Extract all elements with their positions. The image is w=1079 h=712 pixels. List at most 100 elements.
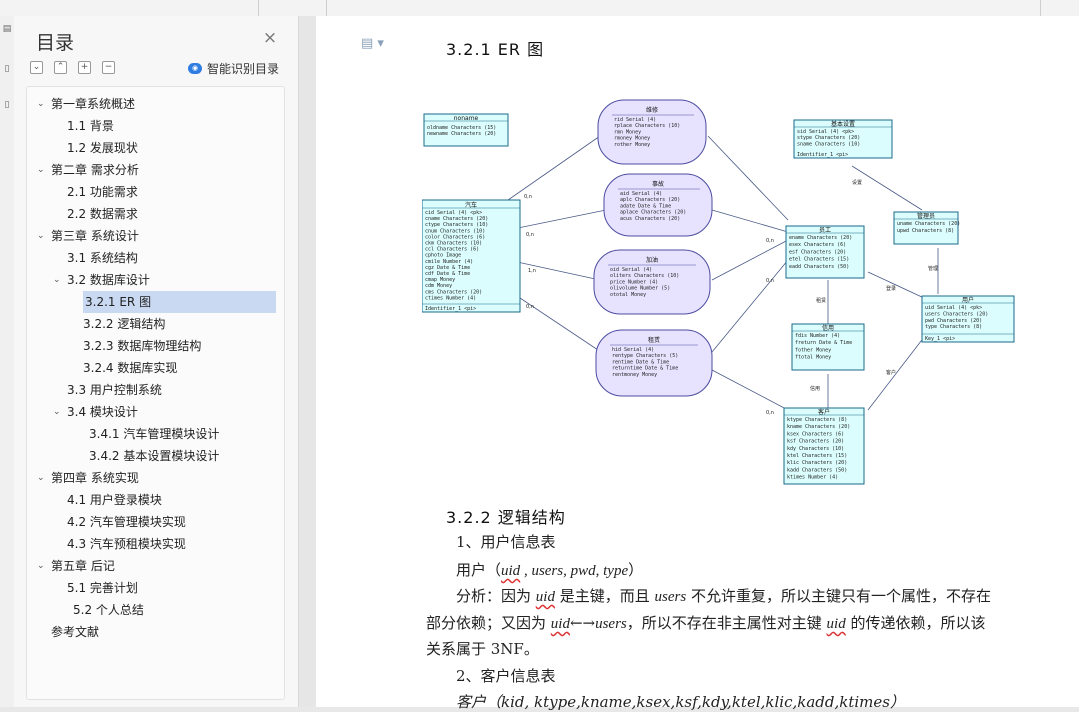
close-icon[interactable]: ×: [262, 28, 278, 48]
svg-text:基本设置: 基本设置: [831, 120, 855, 128]
er-attribute: ktype Characters (8): [787, 417, 847, 423]
toc-item[interactable]: 4.2 汽车管理模块实现: [67, 511, 186, 533]
er-attribute: cdf Date & Time: [425, 271, 470, 277]
toc-item[interactable]: 5.2 个人总结: [73, 599, 144, 621]
section-2-title: 2、客户信息表: [456, 667, 556, 685]
er-attribute: ename Characters (20): [789, 235, 852, 241]
svg-text:newname Characters (20): newname Characters (20): [427, 131, 496, 137]
add-heading-button[interactable]: +: [78, 61, 91, 74]
er-attribute: price Number (4): [610, 279, 658, 285]
er-entity-car: 汽车 cid Serial (4) <pk>cname Characters (…: [422, 199, 521, 313]
toc-item-label: 3.4.2 基本设置模块设计: [89, 449, 220, 463]
er-attribute: ksf Characters (20): [787, 439, 844, 445]
er-attribute: ktimes Number (4): [787, 475, 838, 481]
analysis-line-1: 分析：因为 uid 是主键，而且 users 不允许重复，所以主键只有一个属性，…: [456, 587, 991, 605]
er-attribute: oid Serial (4): [610, 267, 652, 273]
chevron-down-icon[interactable]: ⌄: [37, 231, 45, 241]
svg-text:0,n: 0,n: [766, 278, 774, 284]
er-attribute: kname Characters (20): [787, 424, 850, 430]
er-attribute: ftotal Money: [795, 355, 831, 361]
er-entity-credit: 信用 fdis Number (4)freturn Date & Timefot…: [791, 323, 865, 371]
svg-text:0,n: 0,n: [766, 410, 774, 416]
toc-item[interactable]: 4.1 用户登录模块: [67, 489, 162, 511]
chevron-down-icon[interactable]: ⌄: [37, 99, 45, 109]
expand-button[interactable]: ⌃: [54, 61, 67, 74]
collapse-all-button[interactable]: ⌄: [30, 61, 43, 74]
chevron-down-icon[interactable]: ⌄: [37, 165, 45, 175]
toc-item-label: 2.1 功能需求: [67, 185, 138, 199]
toc-item[interactable]: 4.3 汽车预租模块实现: [67, 533, 186, 555]
svg-text:管理员: 管理员: [917, 212, 935, 220]
er-attribute: acus Characters (20): [620, 216, 680, 222]
toc-item-label: 2.2 数据需求: [67, 207, 138, 221]
er-attribute: freturn Date & Time: [795, 340, 852, 346]
er-attribute: ctimes Number (4): [425, 295, 476, 301]
toc-item[interactable]: 参考文献: [51, 621, 99, 643]
toc-item[interactable]: 2.2 数据需求: [67, 203, 138, 225]
er-entity-noname: noname oldname Characters (15) newname C…: [423, 113, 509, 147]
er-table-repair: 维修 rid Serial (4)rplace Characters (10)r…: [597, 99, 707, 165]
toc-item[interactable]: 第四章 系统实现: [51, 467, 139, 489]
analysis-line-2: 部分依赖；又因为 uid←→users，所以不存在非主属性对主键 uid 的传递…: [426, 614, 986, 632]
toc-item-label: 4.3 汽车预租模块实现: [67, 537, 186, 551]
toc-item-label: 1.2 发展现状: [67, 141, 138, 155]
toc-item[interactable]: 3.3 用户控制系统: [67, 379, 162, 401]
toc-item[interactable]: 1.1 背景: [67, 115, 114, 137]
toc-item[interactable]: 3.4.1 汽车管理模块设计: [89, 423, 219, 445]
chevron-down-icon[interactable]: ⌄: [37, 473, 45, 483]
page-icon[interactable]: ▯: [4, 100, 10, 110]
toc-item-label: 3.3 用户控制系统: [67, 383, 162, 397]
er-attribute: returntime Date & Time: [612, 366, 678, 372]
er-attribute: olivolume Number (5): [610, 286, 670, 292]
svg-text:0,n: 0,n: [524, 194, 532, 200]
er-attribute: aplc Characters (20): [620, 197, 680, 203]
svg-text:客户: 客户: [818, 408, 830, 416]
chevron-down-icon[interactable]: ⌄: [53, 275, 61, 285]
bookmark-icon[interactable]: ▯: [4, 64, 10, 74]
toc-item-label: 3.2 数据库设计: [67, 273, 150, 287]
chevron-down-icon[interactable]: ⌄: [53, 407, 61, 417]
toc-item[interactable]: 3.1 系统结构: [67, 247, 138, 269]
toc-item[interactable]: 5.1 完善计划: [67, 577, 138, 599]
toc-item[interactable]: 第二章 需求分析: [51, 159, 139, 181]
left-icon-rail: ▤ ▯ ▯: [0, 16, 15, 707]
toc-item-label: 3.2.3 数据库物理结构: [83, 339, 202, 353]
er-attribute: stype Characters (20): [797, 135, 860, 141]
toc-item[interactable]: 2.1 功能需求: [67, 181, 138, 203]
svg-text:员工: 员工: [819, 227, 831, 234]
toc-item-label: 参考文献: [51, 625, 100, 639]
toc-item[interactable]: 3.4 模块设计: [67, 401, 138, 423]
er-attribute: uid Serial (4) <pk>: [925, 305, 982, 311]
toc-item[interactable]: 3.2.1 ER 图: [83, 291, 276, 313]
toc-item[interactable]: 1.2 发展现状: [67, 137, 138, 159]
er-attribute: ccl Characters (6): [425, 247, 479, 253]
toc-item[interactable]: 3.2.2 逻辑结构: [83, 313, 165, 335]
er-attribute: rentype Characters (5): [612, 353, 678, 359]
chevron-down-icon[interactable]: ⌄: [37, 561, 45, 571]
svg-text:Identifier_1 <pi>: Identifier_1 <pi>: [425, 306, 476, 312]
toc-item[interactable]: 3.2.3 数据库物理结构: [83, 335, 201, 357]
smart-toc-button[interactable]: ◉ 智能识别目录: [188, 60, 279, 77]
er-attribute: cgz Date & Time: [425, 265, 470, 271]
remove-heading-button[interactable]: −: [102, 61, 115, 74]
toc-item-label: 第二章 需求分析: [51, 163, 139, 177]
er-attribute: cnum Characters (10): [425, 228, 485, 234]
toc-item[interactable]: 3.2.4 数据库实现: [83, 357, 177, 379]
er-attribute: cid Serial (4) <pk>: [425, 210, 482, 216]
toc-item-label: 第四章 系统实现: [51, 471, 139, 485]
outline-icon[interactable]: ▤: [2, 24, 12, 34]
toc-item[interactable]: 第一章系统概述: [51, 93, 135, 115]
svg-text:租赁: 租赁: [816, 297, 826, 304]
panel-title: 目录: [36, 32, 75, 54]
toc-item[interactable]: 第五章 后记: [51, 555, 115, 577]
section-1-title: 1、用户信息表: [456, 533, 556, 551]
toc-item[interactable]: 第三章 系统设计: [51, 225, 139, 247]
er-table-fuel: 加油 oid Serial (4)oliters Characters (10)…: [593, 249, 711, 315]
toc-item[interactable]: 3.4.2 基本设置模块设计: [89, 445, 219, 467]
toc-item[interactable]: 3.2 数据库设计: [67, 269, 150, 291]
toc-item-label: 3.2.4 数据库实现: [83, 361, 178, 375]
toc-item-label: 5.2 个人总结: [73, 603, 144, 617]
doc-page-icon[interactable]: ▤ ▾: [361, 36, 384, 51]
